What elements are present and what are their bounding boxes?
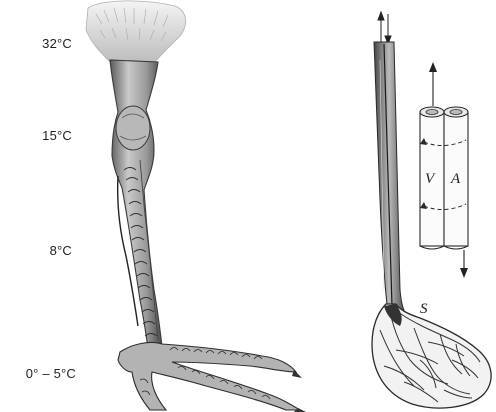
bird-leg (86, 1, 306, 412)
temp-label-lower-leg: 8°C (2, 243, 72, 258)
vessel-pair (374, 42, 404, 312)
foot (118, 342, 300, 410)
vessel-detail (420, 62, 468, 278)
down-arrow-icon (460, 268, 468, 278)
vessel-network (372, 304, 491, 408)
top-flow-arrows (378, 12, 391, 44)
temp-label-upper-leg: 15°C (2, 128, 72, 143)
temp-label-thigh: 32°C (2, 36, 72, 51)
up-arrow-icon (429, 62, 437, 72)
artery-label: A (451, 171, 460, 188)
network-label: S (420, 301, 428, 318)
knee-joint (116, 106, 150, 150)
vein-label: V (425, 171, 434, 188)
temp-label-foot: 0° – 5°C (0, 366, 76, 381)
